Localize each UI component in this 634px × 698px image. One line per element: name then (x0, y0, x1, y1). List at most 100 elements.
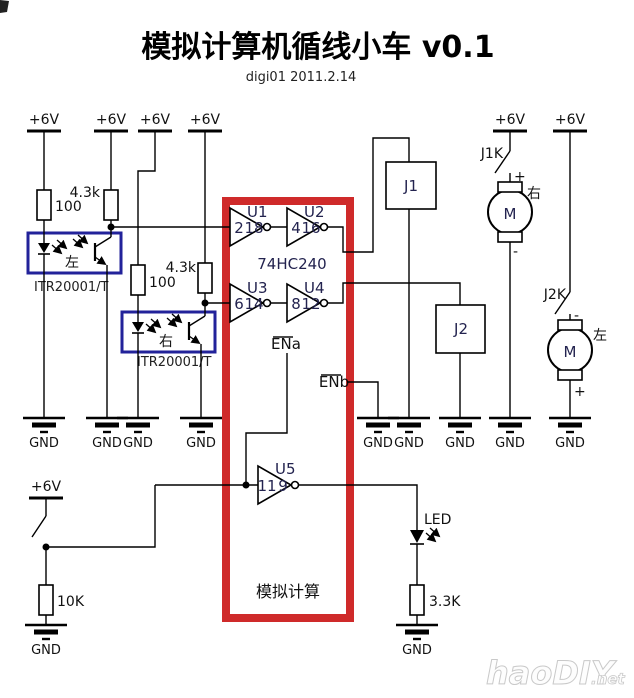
relay-j2 (435, 304, 486, 354)
pin-out: 18 (244, 219, 263, 237)
power-label: +6V (29, 112, 60, 128)
j1k-switch-blade (494, 150, 511, 174)
gnd-label: GND (402, 643, 432, 658)
resistor-led-out-value: 3.3K (429, 594, 461, 610)
pin-out: 12 (301, 295, 320, 313)
gate-u4: U4 8 12 (286, 279, 329, 323)
gate-u5: U5 11 9 (257, 460, 300, 505)
gnd-symbol (396, 625, 438, 639)
gnd-label: GND (363, 436, 393, 451)
junction-dot (242, 481, 250, 489)
left-sensor-label: 左 (65, 255, 79, 271)
gnd-symbol (388, 418, 430, 432)
power-label: +6V (31, 479, 62, 495)
gate-name: U1 (247, 203, 268, 221)
relay-j1-label: J1 (403, 177, 418, 195)
pin-in: 2 (234, 219, 244, 237)
gnd-label: GND (394, 436, 424, 451)
pin-in: 11 (257, 477, 276, 495)
power-rail-3: +6V (136, 112, 174, 265)
motor-minus: - (513, 244, 518, 260)
power-label: +6V (555, 112, 586, 128)
right-motor-side-label: 右 (527, 186, 541, 202)
gnd-label: GND (445, 436, 475, 451)
motor-plus: + (574, 384, 586, 400)
gate-u2: U2 4 16 (286, 203, 329, 247)
module-label: 模拟计算 (256, 582, 320, 601)
power-label: +6V (190, 112, 221, 128)
gate-u1: U1 2 18 (229, 203, 272, 247)
switch-to-u5-wire (46, 485, 156, 548)
ena-label: ENa (271, 335, 301, 353)
pin-out: 9 (278, 477, 288, 495)
motor-minus: - (574, 308, 579, 324)
relay2-contact-label: J2K (543, 287, 567, 303)
gate-name: U3 (247, 279, 268, 297)
gnd-label: GND (29, 436, 59, 451)
gnd-label: GND (92, 436, 122, 451)
resistor-led-left (36, 189, 52, 221)
resistor-led-right-value: 100 (149, 275, 176, 291)
net-enb: ENb (319, 373, 379, 418)
output-led-icon (410, 527, 441, 545)
module-frame (222, 197, 354, 622)
power-rail-2: +6V (92, 112, 130, 190)
resistor-pulldown-value: 10K (57, 594, 85, 610)
gnd-label: GND (186, 436, 216, 451)
gnd-symbol (549, 418, 591, 432)
right-motor-branch: +6V J1K + M 右 - (480, 112, 541, 418)
gnd-symbol (439, 418, 481, 432)
resistor-pullup-right-value: 4.3k (166, 260, 197, 276)
resistor-pullup-left (103, 189, 119, 221)
gnd-symbol (117, 418, 159, 432)
right-sensor-frame (120, 310, 217, 354)
gate-name: U5 (275, 460, 296, 478)
gnd-row: GND GND GND GND GND GND GND GND GND (23, 418, 591, 451)
watermark: haoDIY .net (486, 654, 626, 693)
u2-to-j1-wire (327, 137, 410, 253)
corner-mark (0, 0, 9, 13)
motor-plus: + (514, 169, 526, 185)
pin-in: 8 (291, 295, 301, 313)
j2k-switch-blade (554, 291, 571, 315)
page-title: 模拟计算机循线小车 v0.1 (141, 30, 494, 65)
net-ena: ENa (245, 335, 301, 485)
resistor-pullup-right (197, 262, 213, 294)
pin-out: 16 (301, 219, 320, 237)
motor-m-label: M (564, 343, 577, 361)
gnd-symbol (23, 418, 65, 432)
power-rail-4: +6V (186, 112, 224, 263)
gnd-label: GND (555, 436, 585, 451)
watermark-text: haoDIY (486, 654, 617, 692)
power-label: +6V (495, 112, 526, 128)
gnd-symbol (180, 418, 222, 432)
gnd-symbol (489, 418, 531, 432)
watermark-suffix: .net (591, 670, 626, 688)
relay-j2-label: J2 (453, 320, 468, 338)
power-rail-1: +6V (25, 112, 63, 190)
resistor-pullup-left-value: 4.3k (70, 185, 101, 201)
left-sensor-frame (26, 231, 123, 275)
gnd-symbol (357, 418, 399, 432)
right-sensor-label: 右 (159, 334, 173, 350)
page-subtitle: digi01 2011.2.14 (246, 70, 357, 85)
gate-u3: U3 6 14 (229, 279, 272, 323)
resistor-led-left-value: 100 (55, 199, 82, 215)
gate-name: U4 (304, 279, 325, 297)
led-label: LED (424, 512, 451, 528)
left-motor-branch: +6V J2K - M 左 + (543, 112, 607, 418)
power-label: +6V (140, 112, 171, 128)
ic-label: 74HC240 (257, 255, 326, 273)
power-label: +6V (96, 112, 127, 128)
relay1-contact-label: J1K (480, 146, 504, 162)
gate-name: U2 (304, 203, 325, 221)
u4-to-j2-wire (327, 282, 461, 305)
right-sensor-part: ITR20001/T (137, 355, 212, 370)
motor-m-label: M (504, 205, 517, 223)
relay-j1 (385, 161, 437, 210)
pin-out: 14 (244, 295, 263, 313)
gnd-label: GND (123, 436, 153, 451)
pin-in: 4 (291, 219, 301, 237)
left-motor-side-label: 左 (593, 328, 607, 344)
